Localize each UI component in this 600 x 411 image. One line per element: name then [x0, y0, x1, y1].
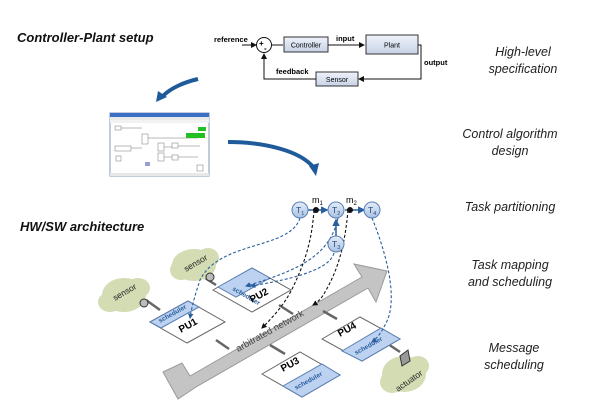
stage-line: and scheduling	[467, 275, 553, 289]
pu3: scheduler PU3	[260, 351, 342, 398]
simulink-model-thumbnail	[109, 112, 210, 177]
plant-label: Plant	[384, 43, 400, 50]
stage-message-scheduling: Message scheduling	[464, 340, 564, 374]
controller-plant-title: Controller-Plant setup	[17, 30, 154, 45]
stage-line: Message	[488, 341, 540, 355]
pu3-scheduler	[281, 363, 341, 398]
pu4: scheduler PU4	[320, 316, 402, 362]
controller-label: Controller	[291, 43, 322, 50]
network-bus	[162, 263, 388, 400]
sensor-node-2	[205, 272, 215, 282]
m1-label: m1	[312, 195, 324, 207]
stage-line: design	[491, 144, 529, 158]
sensor-block-label: Sensor	[326, 77, 349, 84]
stage-line: High-level	[495, 45, 551, 59]
hwsw-architecture-title: HW/SW architecture	[20, 219, 145, 234]
stage-line: scheduling	[484, 358, 544, 372]
flow-arrowhead-1	[156, 91, 167, 102]
mapping-lines	[187, 209, 392, 343]
reference-label: reference	[214, 35, 248, 44]
actuator-node	[399, 349, 411, 367]
stage-line: Control algorithm	[462, 127, 558, 141]
summing-junction	[256, 37, 272, 53]
task-t4	[363, 201, 381, 219]
sensor-node-1	[139, 298, 149, 308]
output-arrow	[358, 44, 422, 82]
flow-arrow-2	[227, 140, 316, 170]
flow-arrowhead-2	[309, 163, 319, 176]
task-t3	[327, 235, 345, 253]
task-t1	[291, 201, 309, 219]
stage-line: Task partitioning	[464, 200, 556, 214]
message-m1-node	[313, 207, 319, 213]
task-graph: m1 m2 T1 T2 T3 T4	[291, 195, 381, 253]
t2-label: T2	[332, 205, 340, 217]
message-m2-node	[347, 207, 353, 213]
control-block-diagram: reference + - Controller input Plant out…	[214, 34, 448, 87]
stage-task-partitioning: Task partitioning	[455, 199, 565, 216]
flow-arrow-1	[160, 77, 199, 99]
stage-control-design: Control algorithm design	[447, 126, 573, 160]
m2-label: m2	[346, 195, 358, 207]
stage-line: specification	[488, 62, 558, 76]
t1-label: T1	[296, 205, 304, 217]
feedback-label: feedback	[276, 67, 309, 76]
feedback-arrow	[261, 53, 316, 80]
sum-minus: -	[264, 44, 267, 53]
t3-label: T3	[332, 239, 340, 251]
sensor-cloud-1: sensor	[98, 278, 150, 312]
network-label: arbitrated network	[234, 308, 306, 355]
pu1: scheduler PU1	[148, 300, 227, 344]
sum-plus: +	[259, 39, 264, 48]
output-label: output	[424, 58, 448, 67]
pu4-scheduler	[340, 327, 401, 362]
task-t2	[327, 201, 345, 219]
pu2: scheduler PU2	[211, 267, 293, 313]
pu1-scheduler	[148, 300, 201, 329]
input-label: input	[336, 34, 355, 43]
stage-high-level-spec: High-level specification	[468, 44, 578, 78]
stage-line: Task mapping	[471, 258, 549, 272]
sensor-cloud-2: sensor	[170, 248, 219, 282]
stage-task-mapping: Task mapping and scheduling	[455, 257, 565, 291]
actuator-cloud: actuator	[380, 349, 429, 394]
t4-label: T4	[368, 205, 376, 217]
